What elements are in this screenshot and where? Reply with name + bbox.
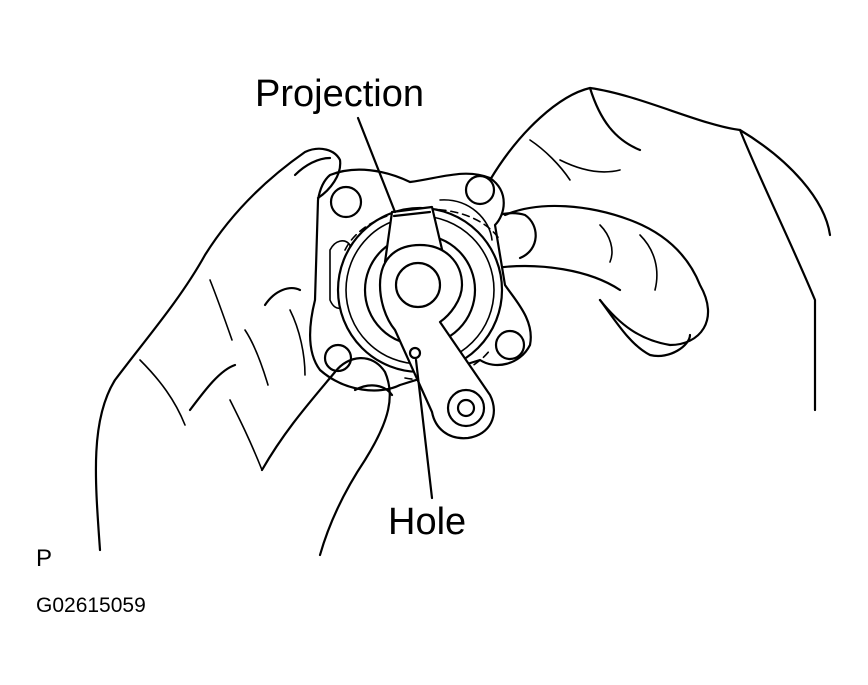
arm-end-inner <box>456 398 476 418</box>
hole-label: Hole <box>388 501 466 543</box>
figure-code: G02615059 <box>36 594 146 617</box>
left-hand <box>94 147 394 557</box>
hole-marker <box>408 346 422 360</box>
bolt-hole-bottom-left <box>323 343 353 373</box>
arm-end-outer <box>446 388 486 428</box>
hole-leader-line <box>414 358 434 500</box>
lever-arm <box>378 243 495 440</box>
projection-label: Projection <box>255 73 424 115</box>
shaft-center <box>394 261 442 309</box>
projection-leader-line <box>356 116 397 214</box>
right-hand <box>478 86 832 412</box>
bolt-hole-bottom-right <box>494 329 526 361</box>
corner-mark: P <box>36 545 52 572</box>
bolt-hole-top-right <box>464 174 496 206</box>
bolt-hole-top-left <box>329 185 363 219</box>
